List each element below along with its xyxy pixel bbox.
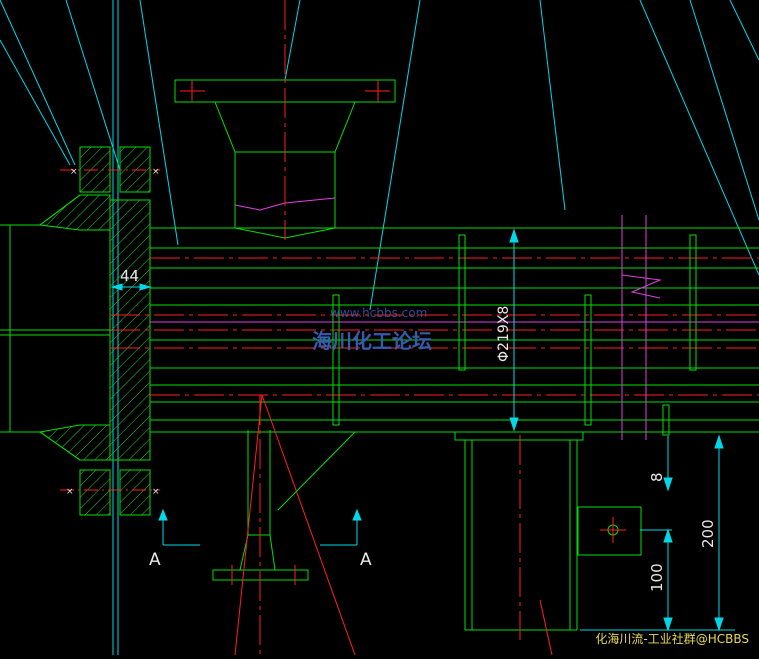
svg-text:×: × [70, 167, 78, 177]
dimension-texts: 44 Φ219X8 8 200 100 A A [120, 267, 717, 592]
svg-text:×: × [66, 487, 74, 497]
left-flange-assembly: × × × × [0, 146, 160, 516]
dim-offset-small: 8 [648, 472, 666, 482]
support-saddle [454, 431, 642, 656]
footer-credit: 化海川流-工业社群@HCBBS [595, 632, 749, 646]
break-symbol [621, 215, 662, 440]
dim-pipe-spec: Φ219X8 [496, 306, 512, 362]
pipe-centerlines [110, 257, 759, 396]
bottom-nozzle [212, 394, 356, 656]
main-pipe [150, 227, 759, 433]
dim-height-100: 100 [648, 563, 666, 592]
dim-height-200: 200 [699, 519, 717, 548]
dimension-lines [110, 228, 735, 632]
section-marker-right: A [360, 550, 372, 570]
svg-text:×: × [152, 167, 160, 177]
top-nozzle [174, 0, 396, 240]
baffles [332, 234, 697, 436]
watermark-url: www.hcbbs.com [330, 306, 428, 320]
dim-flange-gap: 44 [120, 267, 139, 285]
watermark-title: 海川化工论坛 [312, 329, 432, 353]
section-marker-left: A [149, 550, 161, 570]
svg-text:×: × [152, 487, 160, 497]
